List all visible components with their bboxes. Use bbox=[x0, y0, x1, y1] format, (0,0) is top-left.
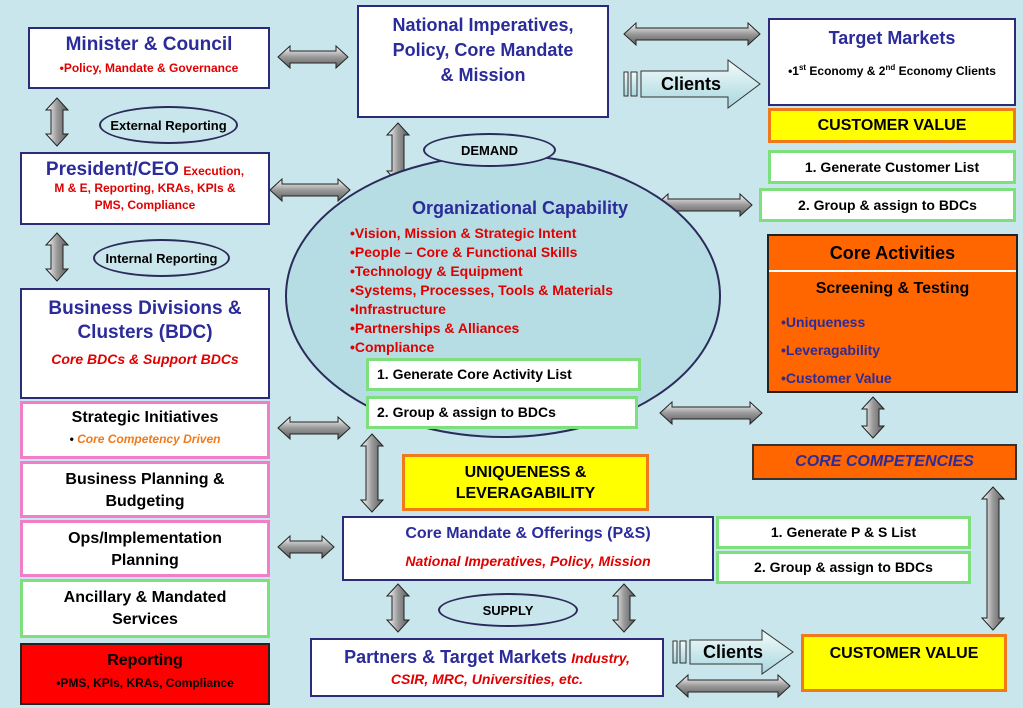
core-activity-item: Customer Value bbox=[781, 364, 1016, 392]
clients-top-arrow bbox=[623, 59, 761, 109]
group-assign-mid: 2. Group & assign to BDCs bbox=[366, 396, 638, 429]
ancillary-line1: Ancillary & Mandated bbox=[63, 589, 227, 606]
core-competencies-box: CORE COMPETENCIES bbox=[752, 444, 1017, 480]
org-capability-item: Compliance bbox=[350, 338, 680, 357]
president-capability-arrow bbox=[269, 177, 351, 203]
national-imperatives-box: National Imperatives, Policy, Core Manda… bbox=[357, 5, 609, 118]
coremandate-partners-left-arrow bbox=[385, 583, 411, 633]
uniqueness-line1: UNIQUENESS & bbox=[464, 464, 587, 481]
ops-line2: Planning bbox=[111, 552, 179, 569]
group-assign-bottom: 2. Group & assign to BDCs bbox=[716, 551, 971, 584]
org-capability-item: People – Core & Functional Skills bbox=[350, 243, 680, 262]
ops-line1: Ops/Implementation bbox=[68, 530, 222, 547]
bdc-sub: Core BDCs & Support BDCs bbox=[51, 351, 239, 367]
customer-value-top: CUSTOMER VALUE bbox=[768, 108, 1016, 143]
generate-ps-list: 1. Generate P & S List bbox=[716, 516, 971, 549]
minister-president-arrow bbox=[44, 97, 70, 147]
ancillary-line2: Services bbox=[112, 611, 178, 628]
group-assign-top: 2. Group & assign to BDCs bbox=[759, 188, 1016, 222]
president-sub2: M & E, Reporting, KRAs, KPIs & bbox=[54, 181, 236, 195]
org-capability-item: Technology & Equipment bbox=[350, 262, 680, 281]
clients-bottom-label: Clients bbox=[702, 642, 763, 662]
reporting-title: Reporting bbox=[107, 652, 183, 669]
minister-council-box: Minister & Council Policy, Mandate & Gov… bbox=[28, 27, 270, 89]
national-title-line3: & Mission bbox=[440, 65, 526, 85]
uniqueness-line2: LEVERAGABILITY bbox=[455, 485, 596, 502]
target-markets-bullet: •1st Economy & 2nd Economy Clients bbox=[788, 63, 996, 78]
generate-core-activity-list: 1. Generate Core Activity List bbox=[366, 358, 641, 391]
minister-national-arrow bbox=[277, 44, 349, 70]
coreactivities-competencies-arrow bbox=[860, 396, 886, 439]
national-title-line1: National Imperatives, bbox=[392, 15, 574, 35]
partners-target-markets-box: Partners & Target Markets Industry, CSIR… bbox=[310, 638, 664, 697]
generate-customer-list: 1. Generate Customer List bbox=[768, 150, 1016, 184]
target-markets-box: Target Markets •1st Economy & 2nd Econom… bbox=[768, 18, 1016, 106]
competencies-customervalue-arrow bbox=[980, 486, 1006, 631]
national-title-line2: Policy, Core Mandate bbox=[392, 40, 574, 60]
ancillary-services-box: Ancillary & Mandated Services bbox=[20, 579, 270, 638]
business-planning-line2: Budgeting bbox=[105, 493, 185, 510]
reporting-box: Reporting PMS, KPIs, KRAs, Compliance bbox=[20, 643, 270, 705]
core-activities-subtitle: Screening & Testing bbox=[815, 280, 970, 297]
business-planning-line1: Business Planning & bbox=[65, 471, 225, 488]
supply-ellipse: SUPPLY bbox=[438, 593, 578, 627]
strategic-capability-arrow bbox=[277, 415, 351, 441]
reporting-bullet: PMS, KPIs, KRAs, Compliance bbox=[22, 676, 268, 690]
partners-customervalue-arrow bbox=[675, 673, 791, 699]
groupassign-coreactivities-arrow bbox=[659, 400, 763, 426]
org-capability-item: Infrastructure bbox=[350, 300, 680, 319]
minister-council-title: Minister & Council bbox=[65, 34, 233, 55]
minister-council-bullet: Policy, Mandate & Governance bbox=[30, 61, 268, 75]
org-capability-title: Organizational Capability bbox=[411, 198, 629, 218]
clients-top-label: Clients bbox=[660, 74, 721, 94]
strategic-bullet: Core Competency Driven bbox=[77, 432, 221, 446]
customer-value-bottom: CUSTOMER VALUE bbox=[801, 634, 1007, 692]
core-activities-title: Core Activities bbox=[769, 236, 1016, 272]
president-sub3: PMS, Compliance bbox=[94, 198, 196, 212]
core-mandate-box: Core Mandate & Offerings (P&S) National … bbox=[342, 516, 714, 581]
ops-implementation-box: Ops/Implementation Planning bbox=[20, 520, 270, 577]
uniqueness-leveragability-box: UNIQUENESS & LEVERAGABILITY bbox=[402, 454, 649, 511]
core-mandate-sub: National Imperatives, Policy, Mission bbox=[405, 553, 651, 569]
president-ceo-box: President/CEO Execution, M & E, Reportin… bbox=[20, 152, 270, 225]
partners-title: Partners & Target Markets bbox=[344, 647, 567, 667]
partners-sub1: Industry, bbox=[571, 650, 630, 666]
president-title: President/CEO bbox=[45, 159, 179, 180]
strategic-title: Strategic Initiatives bbox=[71, 409, 219, 426]
org-capability-list: Vision, Mission & Strategic Intent Peopl… bbox=[350, 224, 680, 357]
bdc-box: Business Divisions & Clusters (BDC) Core… bbox=[20, 288, 270, 399]
core-activity-item: Leveragability bbox=[781, 336, 1016, 364]
national-target-arrow bbox=[623, 21, 761, 47]
core-activities-box: Core Activities Screening & Testing Uniq… bbox=[767, 234, 1018, 393]
president-bdc-arrow bbox=[44, 232, 70, 282]
capability-coremandate-arrow bbox=[359, 433, 385, 513]
bdc-title-line1: Business Divisions & bbox=[48, 298, 242, 319]
internal-reporting-ellipse: Internal Reporting bbox=[93, 239, 230, 277]
clients-bottom-arrow bbox=[672, 629, 794, 675]
org-capability-content: Organizational Capability Vision, Missio… bbox=[350, 198, 680, 357]
bdc-title-line2: Clusters (BDC) bbox=[77, 322, 213, 343]
coremandate-partners-right-arrow bbox=[611, 583, 637, 633]
org-capability-item: Systems, Processes, Tools & Materials bbox=[350, 281, 680, 300]
org-capability-item: Vision, Mission & Strategic Intent bbox=[350, 224, 680, 243]
core-activity-item: Uniqueness bbox=[781, 308, 1016, 336]
core-mandate-title: Core Mandate & Offerings (P&S) bbox=[405, 525, 651, 542]
partners-sub2: CSIR, MRC, Universities, etc. bbox=[390, 671, 584, 687]
demand-ellipse: DEMAND bbox=[423, 133, 556, 167]
target-markets-title: Target Markets bbox=[828, 28, 956, 48]
strategic-initiatives-box: Strategic Initiatives • Core Competency … bbox=[20, 401, 270, 459]
business-planning-box: Business Planning & Budgeting bbox=[20, 461, 270, 518]
ops-coremandate-arrow bbox=[277, 534, 335, 560]
president-sub1: Execution, bbox=[183, 164, 245, 178]
external-reporting-ellipse: External Reporting bbox=[99, 106, 238, 144]
org-capability-item: Partnerships & Alliances bbox=[350, 319, 680, 338]
